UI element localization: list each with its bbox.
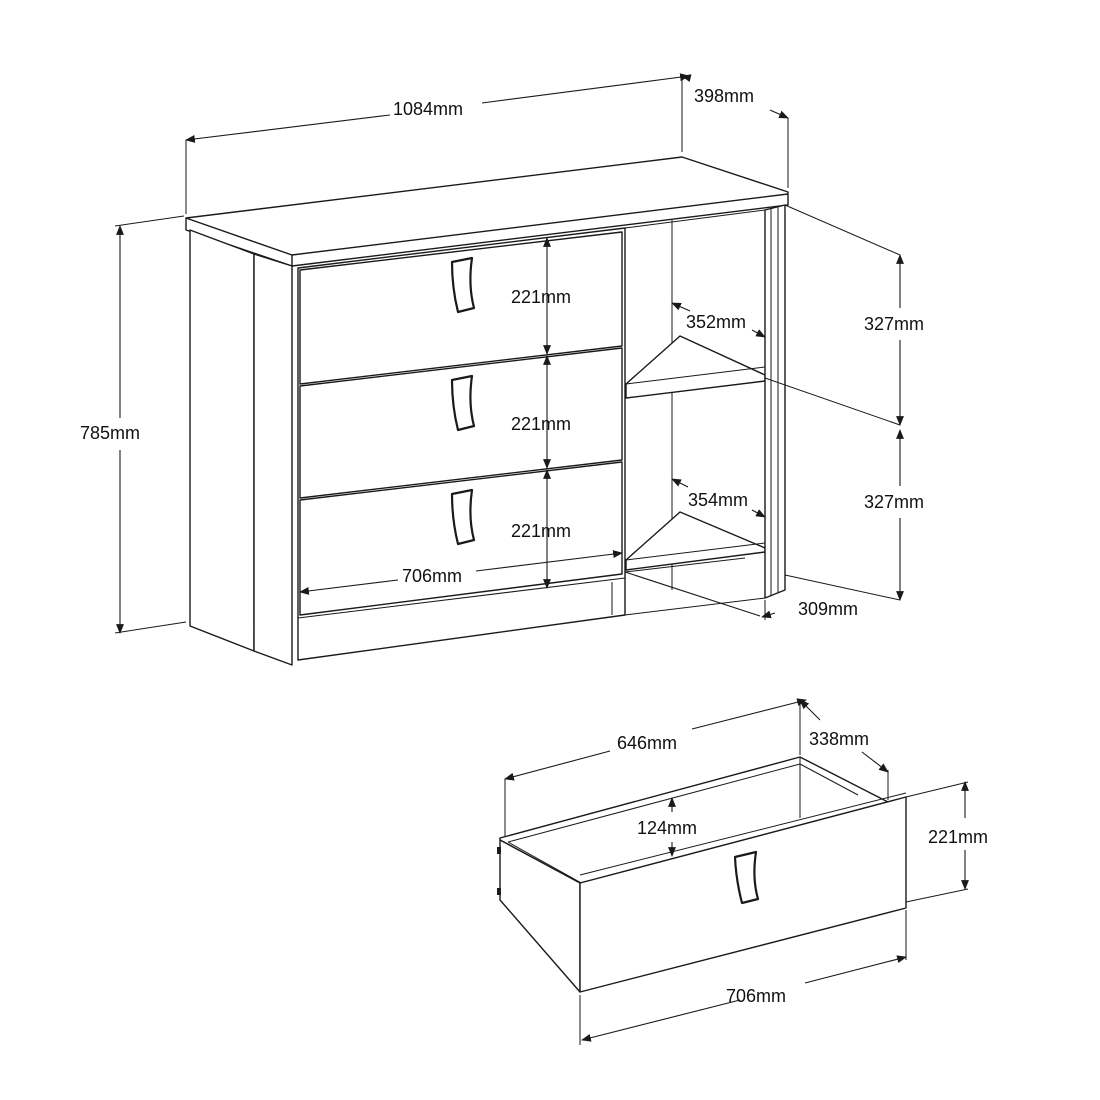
drawer-front-height-label: 221mm: [928, 827, 988, 847]
drawer-inner-depth-label: 338mm: [809, 729, 869, 749]
drawer-handle-icon: [450, 374, 476, 432]
shelf-depth-lower-label: 354mm: [688, 490, 748, 510]
dresser-drawing: [185, 156, 789, 666]
dresser-top: [185, 156, 789, 267]
drawer-block-width-label: 706mm: [402, 566, 462, 586]
drawer-handle-icon: [450, 256, 476, 314]
shelf-depth-upper-label: 352mm: [686, 312, 746, 332]
drawer-inner-height-label: 124mm: [637, 818, 697, 838]
compartment-height-upper-label: 327mm: [864, 314, 924, 334]
drawer-height-label-1: 221mm: [511, 287, 571, 307]
drawer-height-label-3: 221mm: [511, 521, 571, 541]
left-side-panel: [189, 229, 255, 652]
drawer-handle-icon: [450, 488, 476, 546]
drawer-inner-width-label: 646mm: [617, 733, 677, 753]
compartment-height-lower-label: 327mm: [864, 492, 924, 512]
shelf-upper: [625, 335, 766, 399]
drawer-detail-dimensions: [504, 698, 969, 1045]
drawer-detail-drawing: [497, 756, 907, 993]
total-height-label: 785mm: [80, 423, 140, 443]
total-depth-label: 398mm: [694, 86, 754, 106]
drawer-handle-icon: [733, 850, 760, 905]
drawer-height-label-2: 221mm: [511, 414, 571, 434]
drawer-front-width-label: 706mm: [726, 986, 786, 1006]
shelf-lower: [625, 511, 766, 571]
left-front-board: [253, 253, 293, 666]
compartment-width-label: 309mm: [798, 599, 858, 619]
right-side-panel: [764, 204, 786, 599]
total-width-label: 1084mm: [393, 99, 463, 119]
dresser-dimensions: [114, 73, 904, 634]
